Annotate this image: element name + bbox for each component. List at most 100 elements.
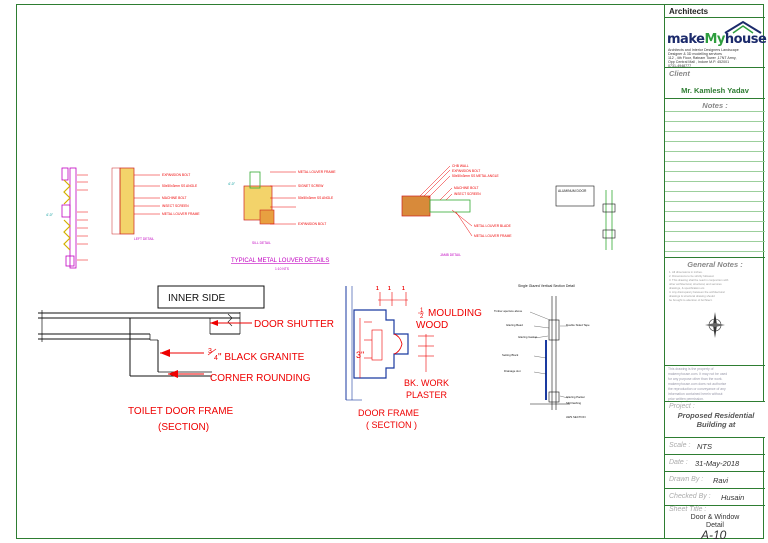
general-note: 3. This drawing shall be read in conjunc…	[669, 278, 729, 282]
client-name: Mr. Kamlesh Yadav	[681, 86, 749, 95]
north-compass-icon	[705, 312, 725, 338]
louver-label: INSECT SCREEN	[454, 192, 481, 196]
louver-label: METAL LOUVER BLADE	[474, 224, 512, 228]
plaster-label: PLASTER	[406, 390, 448, 400]
title-block: Architects makeMyhouse Architects and In…	[664, 4, 767, 542]
general-notes-label: General Notes :	[687, 260, 743, 269]
detail-caption: LEFT DETAIL	[134, 237, 154, 241]
notes-section: Notes :	[665, 98, 765, 258]
firm-line: 112 , 4th Floor, Ratnam Tower ,17NT Army…	[668, 56, 737, 60]
window-label: Glazing Gasket	[518, 335, 537, 339]
louver-detail-jamb: CHB WALL EXPANSION BOLT 50x50x3mm SS MET…	[401, 164, 512, 257]
door-tag: ALUMINUM DOOR	[558, 189, 587, 193]
aluminum-door-detail: ALUMINUM DOOR	[555, 185, 616, 250]
sheet-title-label: Sheet Title :	[669, 506, 707, 513]
louver-title: TYPICAL METAL LOUVER DETAILS	[231, 258, 329, 264]
window-label: Glazing Bead	[506, 323, 523, 327]
svg-text:4'-0": 4'-0"	[46, 213, 54, 217]
window-label: Setting Block	[502, 353, 519, 357]
louver-detail-left: 4'-0"	[46, 167, 88, 269]
general-note: 1. All dimensions in inches.	[669, 270, 703, 274]
general-note: drawings, & specification etc.	[669, 286, 706, 290]
detail-caption: JAMB DETAIL	[440, 253, 461, 257]
general-notes-section: General Notes : 1. All dimensions in inc…	[665, 258, 765, 366]
door-shutter-label: DOOR SHUTTER	[254, 319, 334, 330]
svg-text:1: 1	[376, 286, 379, 292]
sheet-title-value: Door & Window Detail	[690, 514, 740, 529]
sheet-border	[16, 4, 764, 539]
project-section: Project : Proposed Residential Building …	[665, 402, 765, 438]
louver-label: METAL LOUVER FRAME	[298, 170, 336, 174]
project-value: Proposed Residential Building at	[677, 411, 755, 429]
svg-text:4'-0": 4'-0"	[228, 182, 236, 186]
door-frame-title: DOOR FRAME	[358, 408, 419, 418]
firm-line: 0731-4948777	[668, 64, 692, 68]
logo-area: makeMyhouse Architects and Interior Desi…	[665, 18, 767, 68]
window-caption: AWS SECTION	[566, 415, 585, 419]
window-label: Double Sided Tape	[566, 323, 590, 327]
company-logo: makeMyhouse	[667, 32, 767, 47]
date-value: 31-May-2018	[695, 459, 740, 468]
general-note: 4. Any discrepancy between the architect…	[669, 290, 725, 294]
window-vertical-section: Single Glazed Vertical Section Detail Ti…	[494, 284, 590, 419]
scale-row: Scale : NTS	[665, 438, 765, 455]
louver-detail-sill: METAL LOUVER FRAME SIGNET SCREW 50x50x3m…	[228, 170, 336, 271]
bk-work-label: BK. WORK	[404, 378, 449, 388]
general-note: be brought to attention of Architect.	[669, 298, 713, 302]
house-roof-icon	[724, 20, 762, 34]
sheet-number: A-10	[701, 528, 727, 542]
louver-label: EXPANSION BOLT	[452, 169, 480, 173]
louver-subtitle: 1:10 NTS	[275, 267, 290, 271]
louver-label: 50x50x3mm SS METAL ANGLE	[452, 174, 500, 178]
window-label: Glazing Packer	[566, 395, 585, 399]
drawing-area: 4'-0" EXPANSION BOLT 50x50x3mm SS ANGLE …	[38, 164, 616, 433]
window-section-title: Single Glazed Vertical Section Detail	[518, 284, 575, 288]
drawn-by-value: Ravi	[713, 476, 729, 485]
granite-fraction-den: 4	[214, 355, 218, 362]
door-frame-section: 1 1 1 1 2 MOULDING WOOD 3" BK. WORK PLAS…	[345, 286, 482, 430]
general-note: other architectural, structural, and ser…	[669, 282, 722, 286]
property-notice: This drawing is the property of makemyho…	[665, 366, 765, 402]
louver-label: INSECT SCREEN	[162, 204, 189, 208]
louver-label: METAL LOUVER FRAME	[474, 234, 512, 238]
sheet-title-section: Sheet Title : Door & Window Detail A-10	[665, 506, 765, 542]
firm-header: Architects	[665, 4, 765, 18]
corner-rounding-label: CORNER ROUNDING	[210, 373, 311, 384]
toilet-frame-subtitle: (SECTION)	[158, 422, 209, 433]
toilet-frame-title: TOILET DOOR FRAME	[128, 406, 234, 417]
svg-text:1: 1	[420, 308, 424, 314]
firm-line: Opp Central Mall , Indore M.P. 452001	[668, 60, 730, 64]
inner-side-label: INNER SIDE	[168, 293, 226, 304]
moulding-label: MOULDING	[428, 308, 482, 319]
louver-label: EXPANSION BOLT	[298, 222, 326, 226]
firm-line: Architects and Interior Designers Landsc…	[668, 48, 739, 52]
louver-label: SIGNET SCREW	[298, 184, 324, 188]
louver-label: MACHINE BOLT	[162, 196, 187, 200]
svg-text:2: 2	[420, 314, 424, 320]
louver-label: 50x50x3mm SS ANGLE	[298, 196, 334, 200]
granite-fraction-num: 3	[208, 348, 212, 355]
louver-label: MACHINE BOLT	[454, 186, 479, 190]
detail-caption: SILL DETAIL	[252, 241, 271, 245]
general-note: 2. Dimensions to be strictly followed.	[669, 274, 715, 278]
notes-label: Notes :	[702, 101, 728, 110]
scale-value: NTS	[697, 442, 712, 451]
checked-by-value: Husain	[721, 493, 745, 502]
svg-text:1: 1	[388, 286, 391, 292]
granite-label: " BLACK GRANITE	[218, 352, 305, 363]
louver-label: METAL LOUVER FRAME	[162, 212, 200, 216]
window-label: Timber aperture above	[494, 309, 523, 313]
louver-label: 50x50x3mm SS ANGLE	[162, 184, 198, 188]
client-label: Client	[669, 69, 690, 78]
toilet-door-frame: INNER SIDE DOOR SHUTTER 3 4 " BLA	[38, 285, 334, 433]
window-label: Sill Flashing	[566, 401, 582, 405]
louver-detail-left-mid: EXPANSION BOLT 50x50x3mm SS ANGLE MACHIN…	[111, 167, 200, 241]
three-inch-dim: 3"	[356, 350, 364, 360]
louver-label: CHB WALL	[452, 164, 469, 168]
wood-label: WOOD	[416, 320, 448, 331]
louver-label: EXPANSION BOLT	[162, 173, 190, 177]
date-row: Date : 31-May-2018	[665, 455, 765, 472]
firm-line: Designer & 3D modelling services	[668, 52, 722, 56]
svg-text:1: 1	[402, 286, 405, 292]
